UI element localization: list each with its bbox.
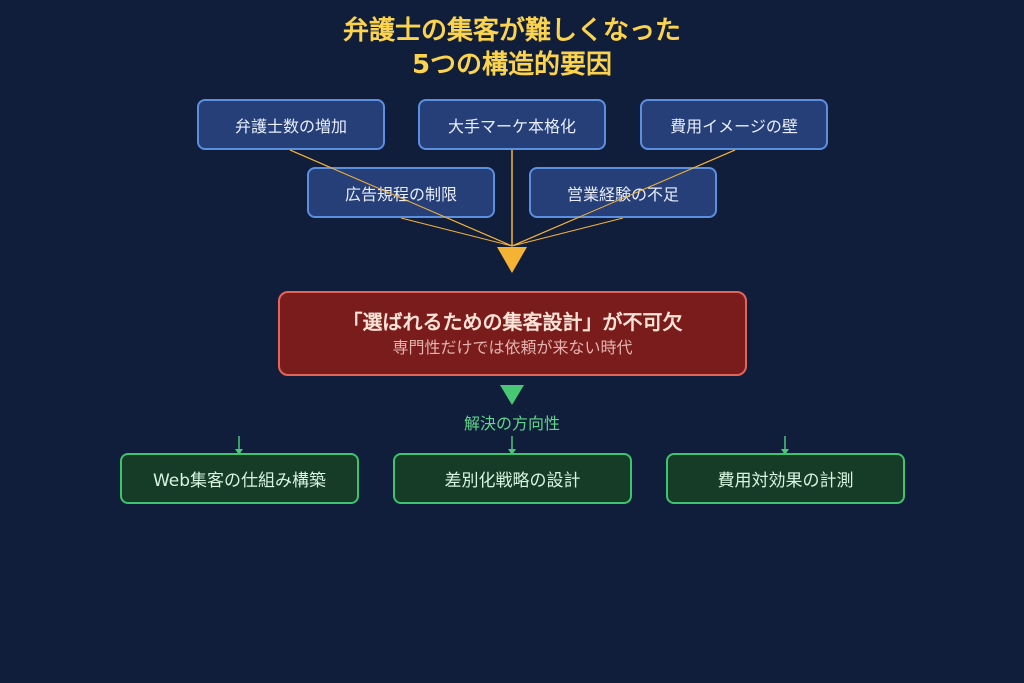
- cause-label: 費用イメージの壁: [670, 116, 798, 136]
- arrow-down-icon: [500, 385, 524, 405]
- cause-label: 弁護士数の増加: [234, 116, 347, 136]
- cause-label: 広告規程の制限: [344, 184, 457, 204]
- solution-arrow-1: [235, 436, 243, 455]
- solution-heading: 解決の方向性: [463, 414, 560, 433]
- solution-arrow-2: [508, 436, 516, 455]
- diagram-title-line-1: 弁護士の集客が難しくなった: [342, 16, 681, 46]
- arrow-down-icon: [497, 247, 527, 273]
- cause-box-sales-experience: 営業経験の不足: [529, 167, 717, 218]
- solution-arrow-3: [781, 436, 789, 455]
- solution-box-web-system: Web集客の仕組み構築: [120, 453, 359, 504]
- cause-box-major-marketing: 大手マーケ本格化: [418, 99, 606, 150]
- solution-box-cost-effectiveness: 費用対効果の計測: [666, 453, 905, 504]
- cause-box-ad-regulation: 広告規程の制限: [307, 167, 495, 218]
- cause-box-lawyer-increase: 弁護士数の増加: [197, 99, 385, 150]
- cause-box-cost-image: 費用イメージの壁: [640, 99, 828, 150]
- core-conclusion-box: 「選ばれるための集客設計」が不可欠 専門性だけでは依頼が来ない時代: [278, 291, 747, 376]
- solution-label: Web集客の仕組み構築: [152, 471, 327, 491]
- solution-label: 差別化戦略の設計: [444, 471, 581, 491]
- core-conclusion-subtitle: 専門性だけでは依頼が来ない時代: [392, 337, 633, 357]
- cause-label: 営業経験の不足: [566, 184, 679, 204]
- solution-label: 費用対効果の計測: [717, 471, 854, 491]
- cause-label: 大手マーケ本格化: [447, 116, 576, 136]
- core-conclusion-title: 「選ばれるための集客設計」が不可欠: [342, 309, 683, 334]
- solution-box-differentiation: 差別化戦略の設計: [393, 453, 632, 504]
- diagram-title-line-2: 5つの構造的要因: [411, 50, 613, 80]
